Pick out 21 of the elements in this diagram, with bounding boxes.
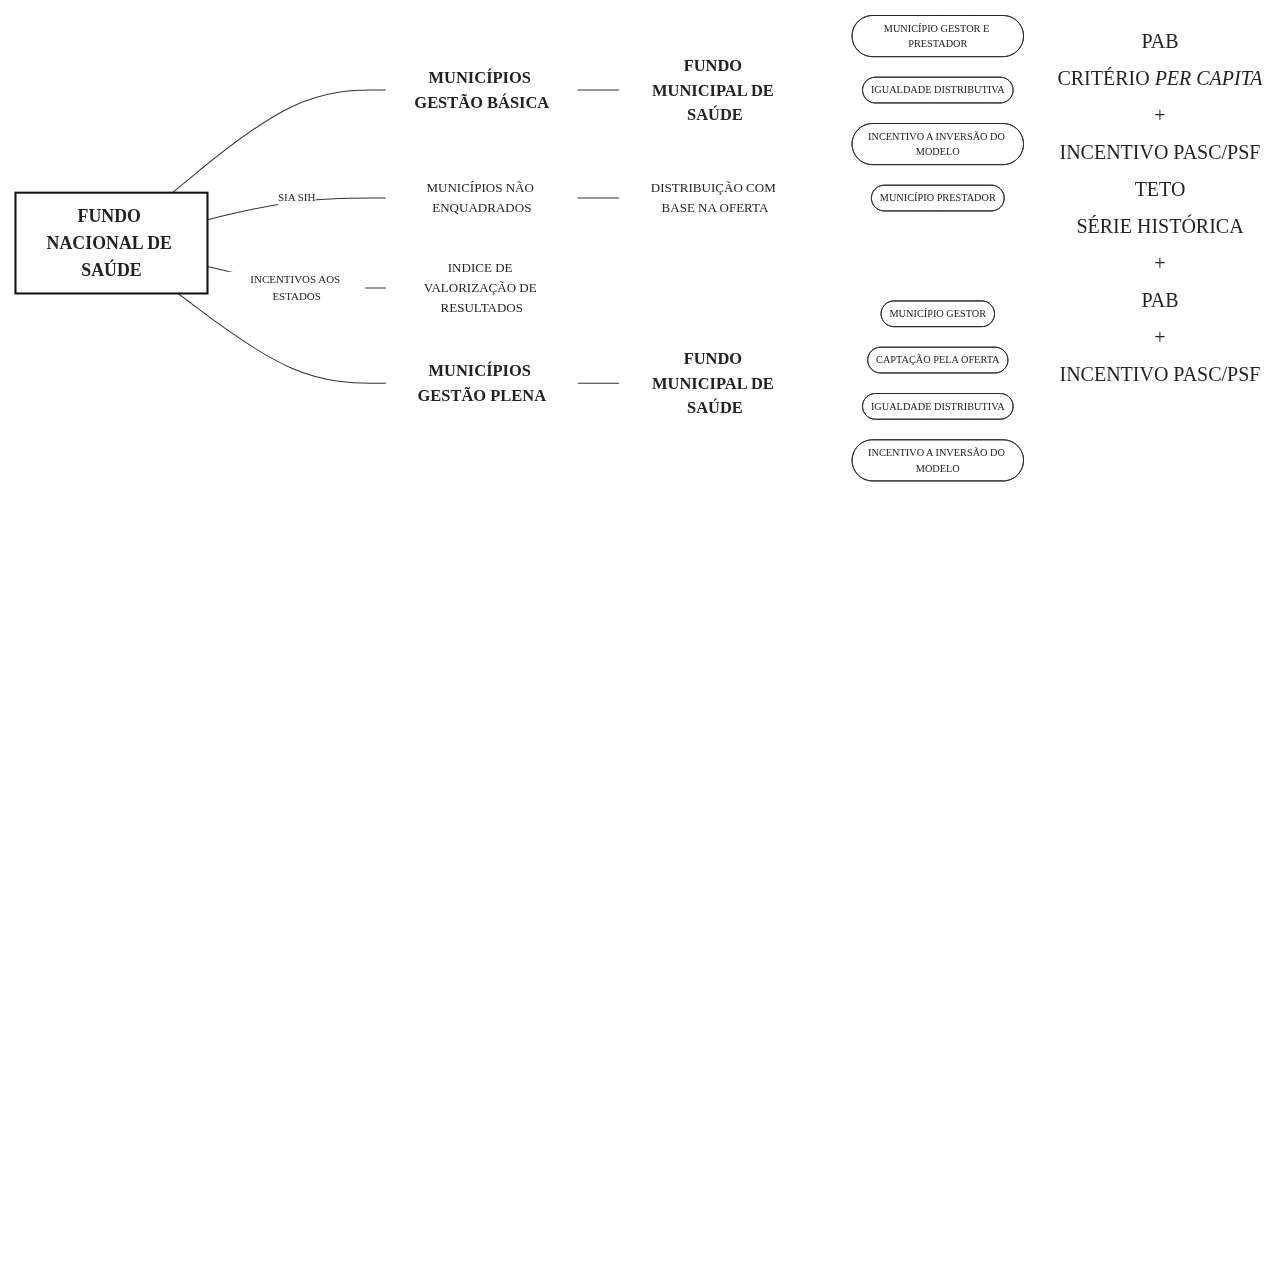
label-text: PAB <box>1141 289 1179 312</box>
node-text: MUNICÍPIOS GESTÃO BÁSICA <box>414 68 550 112</box>
label-text: + <box>1154 104 1166 127</box>
node-text: MUNICÍPIOS GESTÃO PLENA <box>417 361 547 405</box>
label-text: SÉRIE HISTÓRICA <box>1076 215 1244 238</box>
edge-label: INCENTIVOS AOS ESTADOS <box>250 273 341 302</box>
label-text: INCENTIVO PASC/PSF <box>1059 363 1261 386</box>
node-text: FUNDO MUNICIPAL DE SAÚDE <box>652 56 774 124</box>
node-text: INDICE DE VALORIZAÇÃO DE RESULTADOS <box>423 260 537 315</box>
label-text: PAB <box>1141 30 1179 53</box>
connector <box>577 382 620 384</box>
node-text: FUNDO MUNICIPAL DE SAÚDE <box>652 349 774 417</box>
label-text: + <box>1154 252 1166 275</box>
node-text: MUNICÍPIOS NÃO ENQUADRADOS <box>426 180 534 215</box>
edge-label: SIA SIH <box>277 191 316 204</box>
node-text: DISTRIBUIÇÃO COM BASE NA OFERTA <box>650 180 776 215</box>
label-text: CRITÉRIO PER CAPITA <box>1057 67 1263 90</box>
label-text: TETO <box>1134 178 1186 201</box>
label-text: + <box>1154 326 1166 349</box>
node-box: FUNDO NACIONAL DE SAÚDE <box>14 191 209 295</box>
label-text: INCENTIVO PASC/PSF <box>1059 141 1261 164</box>
